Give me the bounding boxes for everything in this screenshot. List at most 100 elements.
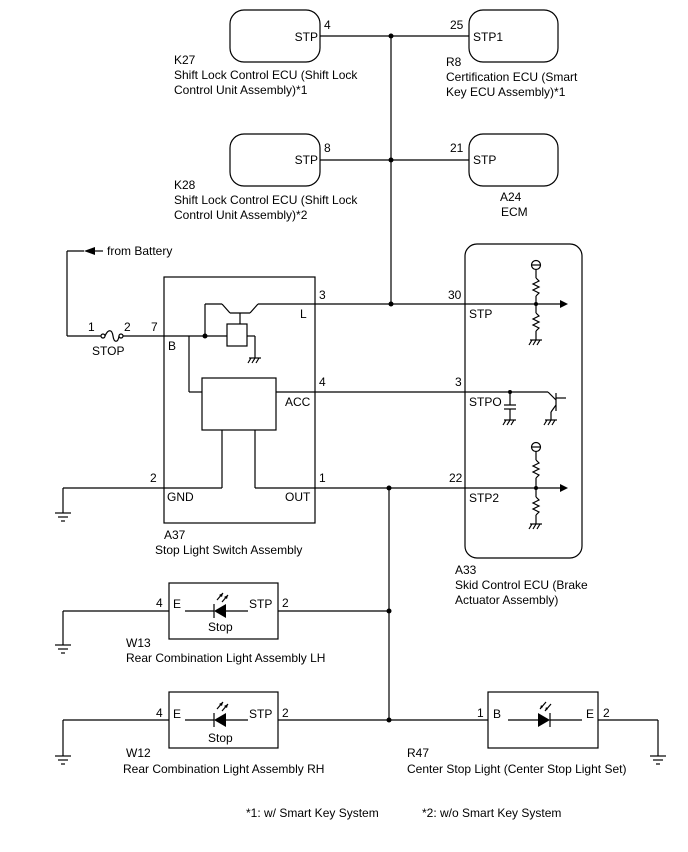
w13-pin-e: 4 <box>156 596 163 610</box>
footnote-1: *1: w/ Smart Key System <box>246 806 379 820</box>
a33-name-line1: Skid Control ECU (Brake <box>455 578 588 592</box>
a33-name-line2: Actuator Assembly) <box>455 593 558 607</box>
k27-name-line2: Control Unit Assembly)*1 <box>174 83 308 97</box>
upper-stp-wiring <box>320 33 469 307</box>
battery-label: from Battery <box>107 244 172 258</box>
k27-code: K27 <box>174 53 196 67</box>
a33-term-stp2: STP2 <box>469 491 499 505</box>
a33-term-stp: STP <box>469 307 492 321</box>
component-r47: B E 1 2 R47 Center Stop Light (Center St… <box>407 691 626 776</box>
a37-pin-gnd: 2 <box>150 471 157 485</box>
relay-coil <box>226 323 248 347</box>
w12-term-e: E <box>173 707 181 721</box>
r47-term-e: E <box>586 707 594 721</box>
led-icon <box>214 713 226 727</box>
component-w12: E STP Stop 4 2 W12 Rear Combination Ligh… <box>123 691 324 776</box>
w13-name: Rear Combination Light Assembly LH <box>126 651 325 665</box>
ground-icon <box>247 357 261 364</box>
w13-term-e: E <box>173 597 181 611</box>
w12-pin-e: 4 <box>156 706 163 720</box>
ground-icon <box>650 755 666 765</box>
a37-code: A37 <box>164 528 186 542</box>
w12-lamp: Stop <box>208 731 233 745</box>
r47-name: Center Stop Light (Center Stop Light Set… <box>407 762 626 776</box>
a37-pin-acc: 4 <box>319 375 326 389</box>
w13-code: W13 <box>126 636 151 650</box>
a33-signal-wiring <box>315 303 465 723</box>
r8-name-line2: Key ECU Assembly)*1 <box>446 85 566 99</box>
ground-icon <box>55 755 71 765</box>
w13-term-stp: STP <box>249 597 272 611</box>
w12-code: W12 <box>126 746 151 760</box>
component-a33: STP STPO STP2 30 3 22 A33 Skid Control E… <box>448 243 588 607</box>
fuse-name: STOP <box>92 344 124 358</box>
a37-term-out: OUT <box>285 490 311 504</box>
a33-pin-stp2: 22 <box>449 471 463 485</box>
fuse-stop: 1 2 STOP <box>88 320 164 358</box>
w12-wiring <box>55 719 488 765</box>
w12-name: Rear Combination Light Assembly RH <box>123 762 324 776</box>
a24-code: A24 <box>500 190 522 204</box>
component-a37: B L ACC GND OUT 7 3 4 2 1 A37 Stop Light… <box>150 276 326 557</box>
k28-name-line2: Control Unit Assembly)*2 <box>174 208 308 222</box>
a24-pin: 21 <box>450 141 464 155</box>
k28-code: K28 <box>174 178 196 192</box>
a37-term-l: L <box>300 307 307 321</box>
a33-code: A33 <box>455 563 477 577</box>
led-icon <box>538 713 550 727</box>
a33-pin-stpo: 3 <box>455 375 462 389</box>
w13-pin-stp: 2 <box>282 596 289 610</box>
a24-terminal: STP <box>473 153 496 167</box>
r8-code: R8 <box>446 55 462 69</box>
footnote-2: *2: w/o Smart Key System <box>422 806 561 820</box>
w12-pin-stp: 2 <box>282 706 289 720</box>
a24-name: ECM <box>501 205 528 219</box>
r8-name-line1: Certification ECU (Smart <box>446 70 578 84</box>
component-k27: STP 4 K27 Shift Lock Control ECU (Shift … <box>174 9 358 97</box>
component-k28: STP 8 K28 Shift Lock Control ECU (Shift … <box>174 133 358 222</box>
k27-terminal: STP <box>295 30 318 44</box>
a33-pin-stp: 30 <box>448 288 462 302</box>
a37-term-gnd: GND <box>167 490 194 504</box>
a37-name: Stop Light Switch Assembly <box>155 543 302 557</box>
k27-name-line1: Shift Lock Control ECU (Shift Lock <box>174 68 358 82</box>
fuse-pin-in: 1 <box>88 320 95 334</box>
r47-pin-e: 2 <box>603 706 610 720</box>
r47-term-b: B <box>493 707 501 721</box>
a33-term-stpo: STPO <box>469 395 502 409</box>
fuse-pin-out: 2 <box>124 320 131 334</box>
r47-pin-b: 1 <box>477 706 484 720</box>
a33-box <box>464 243 583 559</box>
w13-wiring <box>55 610 389 654</box>
k27-pin: 4 <box>324 18 331 32</box>
battery-feed: from Battery <box>66 244 172 337</box>
k28-terminal: STP <box>295 153 318 167</box>
component-a24: STP 21 A24 ECM <box>450 133 559 219</box>
component-w13: E STP Stop 4 2 W13 Rear Combination Ligh… <box>126 582 325 665</box>
arrow-icon <box>84 247 95 255</box>
a37-term-b: B <box>168 339 176 353</box>
fuse-icon <box>104 330 120 342</box>
led-icon <box>214 604 226 618</box>
a37-control-block <box>201 377 277 431</box>
r47-wiring <box>598 719 666 765</box>
ground-icon <box>502 419 516 426</box>
ground-icon <box>543 419 557 426</box>
ground-icon <box>528 523 542 530</box>
k28-pin: 8 <box>324 141 331 155</box>
w13-lamp: Stop <box>208 620 233 634</box>
a37-ground-wire <box>55 487 164 522</box>
w12-term-stp: STP <box>249 707 272 721</box>
a37-pin-out: 1 <box>319 471 326 485</box>
r47-code: R47 <box>407 746 429 760</box>
r8-terminal: STP1 <box>473 30 503 44</box>
component-r8: STP1 25 R8 Certification ECU (Smart Key … <box>446 9 578 99</box>
k28-name-line1: Shift Lock Control ECU (Shift Lock <box>174 193 358 207</box>
r8-pin: 25 <box>450 18 464 32</box>
a37-term-acc: ACC <box>285 395 311 409</box>
a37-pin-b: 7 <box>151 320 158 334</box>
ground-icon <box>55 644 71 654</box>
ground-icon <box>55 512 71 522</box>
ground-icon <box>528 339 542 346</box>
